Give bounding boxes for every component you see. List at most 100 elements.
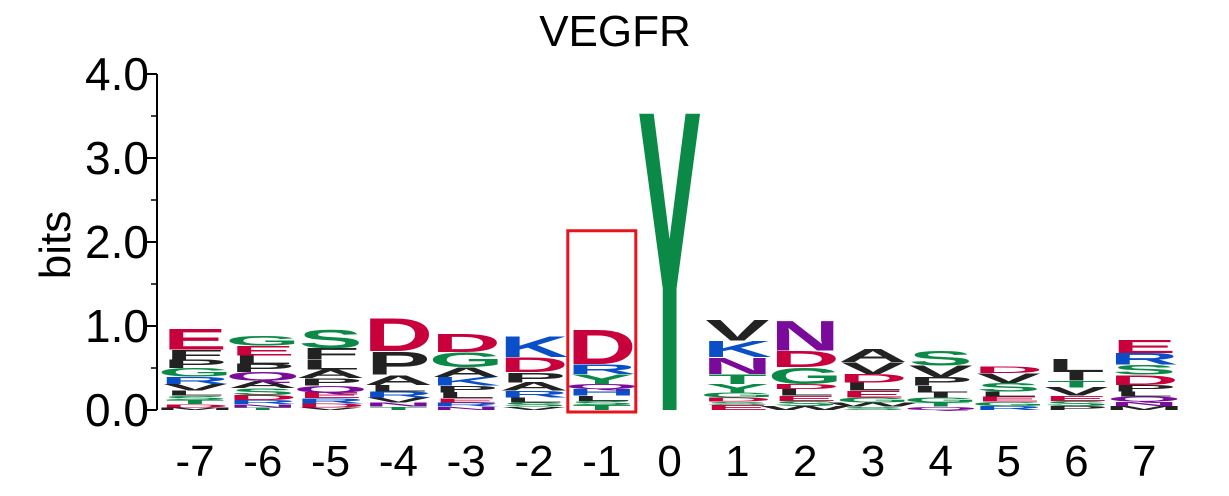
letter-S: S: [570, 400, 634, 407]
y-tick-label: 2.0: [85, 216, 149, 268]
letter-F: F: [301, 345, 360, 363]
letter-S: S: [909, 346, 973, 370]
letter-R: R: [499, 389, 568, 399]
letter-D: D: [364, 310, 433, 362]
letter-E: E: [705, 404, 769, 412]
letter-stacks: MDTSLVRGPFETNRDSAQPLEGVDREQPALFSTNVRLAPD…: [155, 22, 1184, 496]
letter-V: V: [163, 382, 227, 392]
letter-N: N: [432, 406, 501, 411]
letter-V: V: [299, 407, 363, 411]
letter-V: V: [366, 396, 430, 404]
letter-W: W: [828, 401, 920, 408]
letter-G: G: [971, 401, 1046, 408]
letter-Q: Q: [564, 383, 639, 391]
letter-S: S: [231, 386, 295, 396]
letter-R: R: [228, 399, 297, 406]
letter-V: V: [705, 314, 769, 347]
letter-T: T: [573, 404, 632, 412]
x-tick-label: 4: [929, 437, 953, 486]
letter-L: L: [1115, 390, 1174, 398]
letter-S: S: [1112, 362, 1176, 378]
letter-K: K: [499, 331, 568, 364]
letter-L: L: [573, 394, 632, 402]
letter-Y: Y: [705, 382, 769, 395]
letter-E: E: [841, 389, 905, 399]
y-axis-label: bits: [31, 211, 80, 279]
letter-D: D: [499, 353, 568, 377]
letter-N: N: [364, 401, 433, 408]
letter-S: S: [773, 399, 837, 407]
letter-A: A: [499, 380, 568, 393]
letter-G: G: [429, 348, 504, 372]
letter-Q: Q: [1107, 395, 1182, 403]
letter-T: T: [233, 407, 292, 411]
x-tick-label: -4: [379, 437, 418, 486]
letter-L: L: [166, 389, 225, 397]
letter-L: L: [844, 380, 903, 393]
letter-L: L: [979, 390, 1038, 398]
letter-P: P: [163, 358, 227, 371]
letter-D: D: [1110, 372, 1179, 388]
letter-Q: Q: [903, 406, 978, 411]
letter-K: K: [703, 336, 772, 362]
x-tick-label: 5: [996, 437, 1020, 486]
letter-S: S: [163, 395, 227, 402]
letter-L: L: [505, 396, 564, 404]
letter-P: P: [299, 376, 363, 388]
letter-D: D: [974, 365, 1043, 375]
letter-I: I: [927, 391, 954, 399]
letter-S: S: [299, 324, 363, 353]
letter-S: S: [841, 406, 905, 411]
y-tick-label: 1.0: [85, 300, 149, 352]
x-tick-label: 6: [1064, 437, 1088, 486]
highlight-rect: [566, 229, 638, 414]
letter-F: F: [166, 347, 225, 363]
x-tick-label: -6: [243, 437, 282, 486]
letter-H: H: [567, 387, 636, 397]
letter-R: R: [364, 390, 433, 399]
letter-A: A: [364, 372, 433, 388]
letter-L: L: [776, 387, 835, 397]
letter-R: R: [567, 361, 636, 377]
y-tick-label: 4.0: [85, 48, 149, 100]
x-tick-label: -7: [175, 437, 214, 486]
letter-G: G: [836, 396, 911, 404]
letter-S: S: [502, 401, 566, 408]
letter-D: D: [771, 346, 840, 372]
x-tick-label: 2: [793, 437, 817, 486]
letter-K: K: [432, 375, 501, 388]
letter-N: N: [1110, 401, 1179, 408]
letter-E: E: [1112, 336, 1176, 357]
letter-E: E: [231, 343, 295, 359]
letter-Y: Y: [638, 22, 702, 496]
letter-N: N: [228, 403, 297, 408]
letter-D: D: [567, 320, 636, 375]
letter-G: G: [225, 333, 300, 349]
letter-A: A: [432, 365, 501, 381]
letter-D: D: [160, 403, 229, 408]
letter-R: R: [974, 405, 1043, 412]
letter-T: T: [166, 399, 225, 406]
letter-L: L: [911, 384, 970, 394]
letter-I: I: [1063, 370, 1090, 383]
letter-A: A: [838, 345, 907, 366]
letter-L: L: [369, 383, 428, 393]
x-tick-label: 1: [725, 437, 749, 486]
letter-Q: Q: [293, 384, 368, 394]
letter-P: P: [1112, 383, 1176, 393]
letter-D: D: [703, 396, 772, 403]
y-tick-label: 0.0: [85, 384, 149, 436]
letter-L: L: [301, 357, 360, 373]
letter-R: R: [296, 397, 365, 405]
